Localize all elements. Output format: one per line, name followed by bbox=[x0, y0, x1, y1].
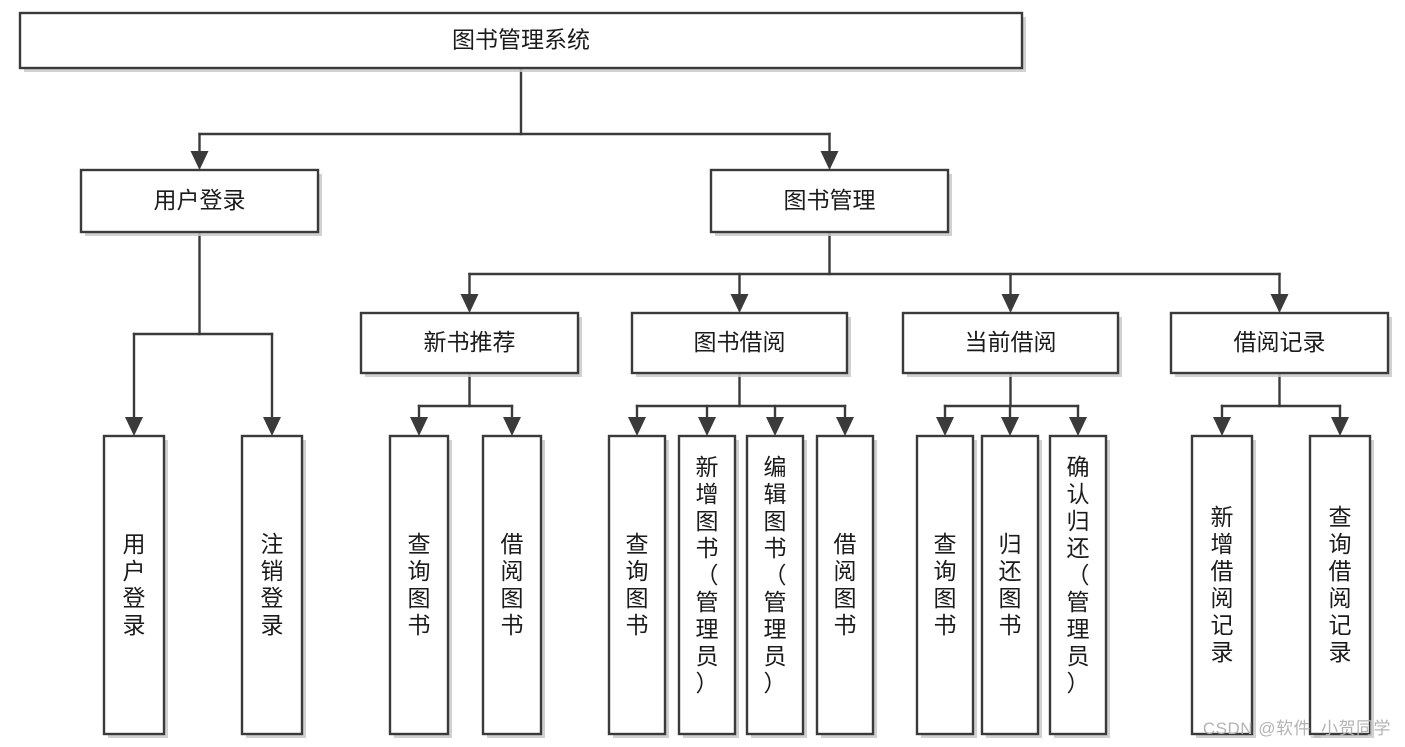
node-label: 新增图书（管理员） bbox=[696, 454, 719, 696]
node-label: 借阅图书 bbox=[834, 531, 857, 638]
node-label: 查询图书 bbox=[934, 531, 957, 638]
node-label: 用户登录 bbox=[123, 531, 146, 638]
arrow-head-icon bbox=[1069, 417, 1087, 436]
node-current-borrow[interactable]: 当前借阅 bbox=[901, 311, 1122, 377]
node-leaf-query-record[interactable]: 查询借阅记录 bbox=[1308, 434, 1374, 738]
arrow-head-icon bbox=[730, 294, 749, 313]
arrow-head-icon bbox=[1001, 294, 1020, 313]
arrow-head-icon bbox=[1331, 417, 1349, 436]
node-label: 借阅图书 bbox=[501, 531, 524, 638]
arrow-head-icon bbox=[698, 417, 716, 436]
node-label: 归还图书 bbox=[999, 531, 1022, 638]
node-leaf-confirm-return[interactable]: 确认归还（管理员） bbox=[1048, 434, 1110, 738]
arrow-head-icon bbox=[503, 417, 521, 436]
node-label: 查询图书 bbox=[626, 531, 649, 638]
arrow-head-icon bbox=[836, 417, 854, 436]
arrow-head-icon bbox=[1270, 294, 1289, 313]
arrow-head-icon bbox=[460, 294, 479, 313]
node-leaf-user-login[interactable]: 用户登录 bbox=[102, 434, 168, 738]
arrow-head-icon bbox=[410, 417, 428, 436]
node-leaf-query-book-2[interactable]: 查询图书 bbox=[607, 434, 669, 738]
arrow-head-icon bbox=[936, 417, 954, 436]
node-label: 图书管理系统 bbox=[452, 27, 590, 53]
node-label: 新增借阅记录 bbox=[1211, 504, 1234, 665]
arrow-head-icon bbox=[190, 151, 209, 170]
node-borrow-record[interactable]: 借阅记录 bbox=[1169, 311, 1392, 377]
arrow-head-icon bbox=[263, 417, 281, 436]
arrow-head-icon bbox=[766, 417, 784, 436]
arrow-head-icon bbox=[820, 151, 839, 170]
node-leaf-query-book-1[interactable]: 查询图书 bbox=[388, 434, 452, 738]
node-label: 查询借阅记录 bbox=[1329, 504, 1352, 665]
node-label: 当前借阅 bbox=[965, 329, 1057, 355]
node-leaf-borrow-book-1[interactable]: 借阅图书 bbox=[481, 434, 545, 738]
arrow-head-icon bbox=[1213, 417, 1231, 436]
node-label: 注销登录 bbox=[261, 531, 284, 638]
node-root[interactable]: 图书管理系统 bbox=[18, 11, 1026, 72]
connectors-layer bbox=[125, 66, 1349, 436]
node-leaf-edit-book[interactable]: 编辑图书（管理员） bbox=[745, 434, 807, 738]
node-label: 借阅记录 bbox=[1234, 329, 1326, 355]
node-new-book-recommend[interactable]: 新书推荐 bbox=[359, 311, 582, 377]
node-label: 查询图书 bbox=[408, 531, 431, 638]
node-label: 确认归还（管理员） bbox=[1067, 454, 1090, 696]
node-book-borrow[interactable]: 图书借阅 bbox=[630, 311, 851, 377]
node-label: 用户登录 bbox=[154, 187, 246, 213]
node-book-manage[interactable]: 图书管理 bbox=[709, 168, 952, 236]
node-leaf-borrow-book-2[interactable]: 借阅图书 bbox=[815, 434, 877, 738]
node-leaf-add-book[interactable]: 新增图书（管理员） bbox=[677, 434, 739, 738]
node-label: 新书推荐 bbox=[424, 329, 516, 355]
watermark-text: CSDN @软件_小贺同学 bbox=[1202, 719, 1391, 738]
arrow-head-icon bbox=[1001, 417, 1019, 436]
node-label: 图书借阅 bbox=[694, 329, 786, 355]
arrow-head-icon bbox=[628, 417, 646, 436]
node-leaf-logout[interactable]: 注销登录 bbox=[240, 434, 306, 738]
node-label: 图书管理 bbox=[784, 187, 876, 213]
node-label: 编辑图书（管理员） bbox=[764, 454, 787, 696]
node-leaf-return-book[interactable]: 归还图书 bbox=[980, 434, 1042, 738]
node-leaf-add-record[interactable]: 新增借阅记录 bbox=[1190, 434, 1256, 738]
node-leaf-query-book-3[interactable]: 查询图书 bbox=[915, 434, 977, 738]
nodes-layer: 图书管理系统用户登录图书管理新书推荐图书借阅当前借阅借阅记录用户登录注销登录查询… bbox=[18, 11, 1392, 738]
arrow-head-icon bbox=[125, 417, 143, 436]
node-user-login[interactable]: 用户登录 bbox=[79, 168, 322, 236]
